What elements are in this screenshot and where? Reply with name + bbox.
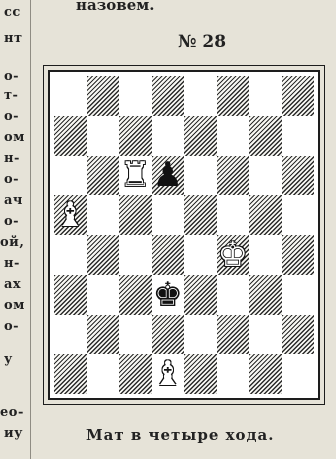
square-f7 (217, 116, 250, 156)
square-a8 (54, 76, 87, 116)
column-fragment: ой, (0, 236, 24, 249)
square-d2 (152, 315, 185, 355)
square-g2 (249, 315, 282, 355)
square-d7 (152, 116, 185, 156)
square-h6 (282, 156, 315, 196)
square-d6: ♟ (152, 156, 185, 196)
column-fragment: нт (4, 32, 23, 45)
square-c4 (119, 235, 152, 275)
square-a2 (54, 315, 87, 355)
column-fragment: о- (4, 173, 19, 186)
column-fragment: ео- (0, 406, 24, 419)
white-bishop-icon: ♝ (55, 198, 85, 232)
square-g1 (249, 354, 282, 394)
square-e2 (184, 315, 217, 355)
square-h8 (282, 76, 315, 116)
white-king-icon: ♚ (218, 238, 248, 272)
square-c6: ♜ (119, 156, 152, 196)
chess-board: ♜♟ ♝ ♚ ♚ ♝ (48, 70, 320, 400)
column-fragment: о- (4, 320, 19, 333)
square-a1 (54, 354, 87, 394)
square-b6 (87, 156, 120, 196)
square-g3 (249, 275, 282, 315)
square-e3 (184, 275, 217, 315)
square-a3 (54, 275, 87, 315)
square-g7 (249, 116, 282, 156)
square-d5 (152, 195, 185, 235)
square-b5 (87, 195, 120, 235)
square-f4: ♚ (217, 235, 250, 275)
square-a4 (54, 235, 87, 275)
square-a5: ♝ (54, 195, 87, 235)
column-fragment: ом (4, 299, 25, 312)
square-e8 (184, 76, 217, 116)
square-e6 (184, 156, 217, 196)
black-king-icon: ♚ (153, 278, 183, 312)
column-divider (30, 0, 31, 459)
square-h3 (282, 275, 315, 315)
column-fragment: т- (4, 89, 18, 102)
square-f6 (217, 156, 250, 196)
square-f8 (217, 76, 250, 116)
white-bishop-icon: ♝ (153, 357, 183, 391)
column-fragment: о- (4, 110, 19, 123)
puzzle-caption: Мат в четыре хода. (86, 426, 274, 444)
square-b3 (87, 275, 120, 315)
square-h4 (282, 235, 315, 275)
square-d8 (152, 76, 185, 116)
column-fragment: о- (4, 70, 19, 83)
column-fragment: ач (4, 194, 23, 207)
square-c8 (119, 76, 152, 116)
square-f3 (217, 275, 250, 315)
puzzle-number: № 28 (178, 32, 226, 52)
square-c2 (119, 315, 152, 355)
square-e1 (184, 354, 217, 394)
column-fragment: у (4, 353, 13, 366)
previous-text: назовем. (76, 0, 155, 14)
square-h2 (282, 315, 315, 355)
square-g5 (249, 195, 282, 235)
column-fragment: о- (4, 215, 19, 228)
column-fragment: н- (4, 257, 20, 270)
square-c7 (119, 116, 152, 156)
square-b7 (87, 116, 120, 156)
column-fragment: иу (4, 427, 23, 440)
square-g4 (249, 235, 282, 275)
square-b1 (87, 354, 120, 394)
column-fragment: н- (4, 152, 20, 165)
square-d4 (152, 235, 185, 275)
column-fragment: ом (4, 131, 25, 144)
white-rook-icon: ♜ (120, 158, 150, 192)
square-c3 (119, 275, 152, 315)
square-e7 (184, 116, 217, 156)
square-g8 (249, 76, 282, 116)
black-pawn-icon: ♟ (153, 158, 183, 192)
square-h7 (282, 116, 315, 156)
square-b4 (87, 235, 120, 275)
square-d1: ♝ (152, 354, 185, 394)
square-c1 (119, 354, 152, 394)
square-a6 (54, 156, 87, 196)
square-h1 (282, 354, 315, 394)
column-fragment: сс (4, 6, 21, 19)
left-column-text: сс нт о-т-о-ом н-о-ач о-ой, н-ах ом о-у ео-иу (0, 0, 26, 459)
square-g6 (249, 156, 282, 196)
square-h5 (282, 195, 315, 235)
square-b2 (87, 315, 120, 355)
square-b8 (87, 76, 120, 116)
square-f2 (217, 315, 250, 355)
square-e5 (184, 195, 217, 235)
square-f1 (217, 354, 250, 394)
square-c5 (119, 195, 152, 235)
square-e4 (184, 235, 217, 275)
square-d3: ♚ (152, 275, 185, 315)
square-a7 (54, 116, 87, 156)
square-f5 (217, 195, 250, 235)
column-fragment: ах (4, 278, 21, 291)
